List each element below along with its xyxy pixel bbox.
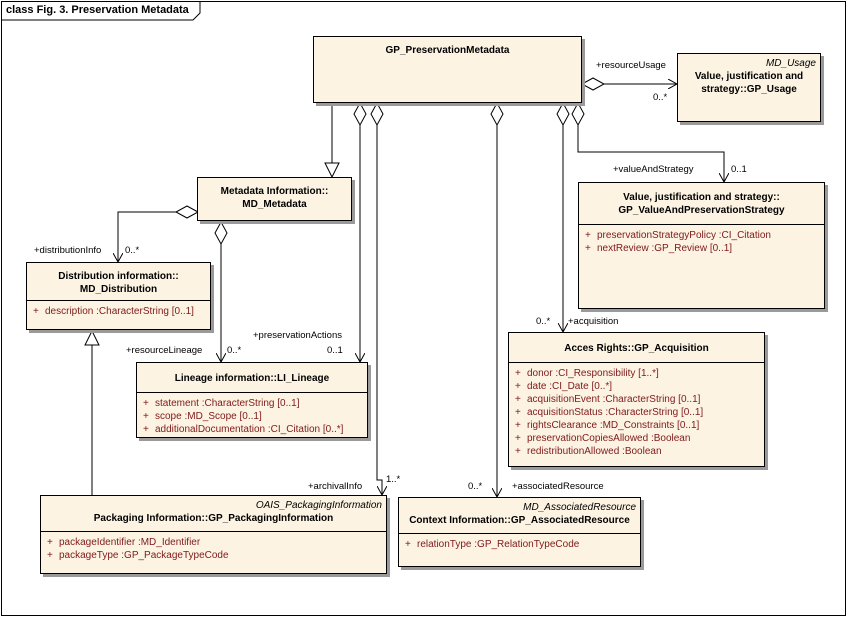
role-label: +distributionInfo — [34, 245, 102, 256]
attribute: +description :CharacterString [0..1] — [33, 306, 194, 317]
class-title: Distribution information:: — [58, 271, 179, 282]
class-title: Value, justification and strategy:: — [623, 192, 780, 203]
edge-value-and-strategy — [577, 125, 724, 182]
attribute-list: +description :CharacterString [0..1] — [27, 300, 210, 322]
multiplicity-label: 0..1 — [731, 164, 747, 175]
aggregation-diamond — [174, 205, 200, 219]
class-title: Packaging Information::GP_PackagingInfor… — [93, 513, 334, 524]
attribute: +donor :CI_Responsibility [1..*] — [515, 368, 659, 379]
stereotype-label: MD_Usage — [765, 58, 816, 69]
multiplicity-label: 0..* — [227, 345, 242, 356]
attribute: +redistributionAllowed :Boolean — [515, 446, 662, 457]
class-md-metadata[interactable]: Metadata Information:: MD_Metadata — [197, 177, 352, 221]
attribute: +relationType :GP_RelationTypeCode — [405, 539, 580, 550]
stereotype-label: MD_AssociatedResource — [523, 502, 636, 513]
class-title: GP_ValueAndPreservationStrategy — [618, 205, 785, 216]
class-title: Context Information::GP_AssociatedResour… — [409, 515, 630, 526]
class-value-strategy[interactable]: Value, justification and strategy:: GP_V… — [578, 182, 825, 309]
edge-distribution-info — [118, 211, 176, 262]
aggregation-diamond — [214, 220, 228, 246]
aggregation-diamond — [353, 101, 367, 127]
attribute: +statement :CharacterString [0..1] — [143, 398, 300, 409]
attribute: +preservationCopiesAllowed :Boolean — [515, 433, 691, 444]
class-gp-preservation-metadata[interactable]: GP_PreservationMetadata — [313, 36, 582, 103]
aggregation-diamond — [370, 101, 384, 127]
class-gp-packaging[interactable]: OAIS_PackagingInformation Packaging Info… — [40, 495, 387, 574]
aggregation-diamond — [571, 101, 585, 127]
multiplicity-label: 0..* — [125, 245, 140, 256]
role-label: +preservationActions — [253, 330, 342, 341]
generalization-triangle — [324, 162, 340, 179]
generalization-triangle — [84, 329, 100, 346]
role-label: +valueAndStrategy — [613, 164, 694, 175]
class-title: MD_Distribution — [79, 284, 158, 295]
stereotype-label: OAIS_PackagingInformation — [255, 500, 382, 511]
role-label: +resourceUsage — [596, 60, 666, 71]
role-label: +associatedResource — [512, 481, 604, 492]
attribute-list: +relationType :GP_RelationTypeCode — [399, 533, 640, 555]
role-label: +resourceLineage — [126, 345, 203, 356]
attribute: +acquisitionEvent :CharacterString [0..1… — [515, 394, 701, 405]
attribute: +nextReview :GP_Review [0..1] — [585, 243, 733, 254]
attribute-list: +donor :CI_Responsibility [1..*] +date :… — [509, 362, 764, 462]
class-title: Acces Rights::GP_Acquisition — [564, 343, 709, 354]
edge-archival-info — [376, 125, 382, 495]
class-li-lineage[interactable]: Lineage information::LI_Lineage +stateme… — [136, 362, 368, 438]
multiplicity-label: 0..* — [653, 92, 668, 103]
class-md-distribution[interactable]: Distribution information:: MD_Distributi… — [26, 262, 211, 330]
attribute: +packageIdentifier :MD_Identifier — [47, 537, 201, 548]
diagram-title: class Fig. 3. Preservation Metadata — [6, 4, 189, 16]
class-title: Metadata Information:: — [220, 186, 329, 197]
class-gp-associated-resource[interactable]: MD_AssociatedResource Context Informatio… — [398, 497, 641, 567]
frame-tab — [1, 1, 201, 21]
attribute: +preservationStrategyPolicy :CI_Citation — [585, 230, 771, 241]
attribute-list: +preservationStrategyPolicy :CI_Citation… — [579, 224, 824, 259]
class-title: Lineage information::LI_Lineage — [174, 373, 330, 384]
class-title: strategy::GP_Usage — [701, 84, 797, 95]
role-label: +acquisition — [568, 316, 619, 327]
attribute: +rightsClearance :MD_Constraints [0..1] — [515, 420, 700, 431]
class-title: GP_PreservationMetadata — [385, 45, 510, 56]
class-md-usage[interactable]: MD_Usage Value, justification and strate… — [677, 53, 821, 122]
multiplicity-label: 0..* — [468, 481, 483, 492]
multiplicity-label: 0..1 — [327, 345, 343, 356]
multiplicity-label: 1..* — [386, 474, 401, 485]
aggregation-diamond — [556, 101, 570, 127]
attribute: +date :CI_Date [0..*] — [515, 381, 613, 392]
attribute-list: +packageIdentifier :MD_Identifier +packa… — [41, 531, 386, 566]
attribute: +additionalDocumentation :CI_Citation [0… — [143, 424, 344, 435]
aggregation-diamond — [580, 77, 606, 91]
attribute: +packageType :GP_PackageTypeCode — [47, 550, 229, 561]
attribute-list: +statement :CharacterString [0..1] +scop… — [137, 392, 367, 440]
class-title: MD_Metadata — [242, 199, 307, 210]
attribute: +acquisitionStatus :CharacterString [0..… — [515, 407, 704, 418]
aggregation-diamond — [490, 101, 504, 127]
class-title: Value, justification and — [694, 71, 804, 82]
role-label: +archivalInfo — [308, 481, 363, 492]
attribute: +scope :MD_Scope [0..1] — [143, 411, 262, 422]
multiplicity-label: 0..* — [536, 316, 551, 327]
class-gp-acquisition[interactable]: Acces Rights::GP_Acquisition +donor :CI_… — [508, 332, 765, 467]
